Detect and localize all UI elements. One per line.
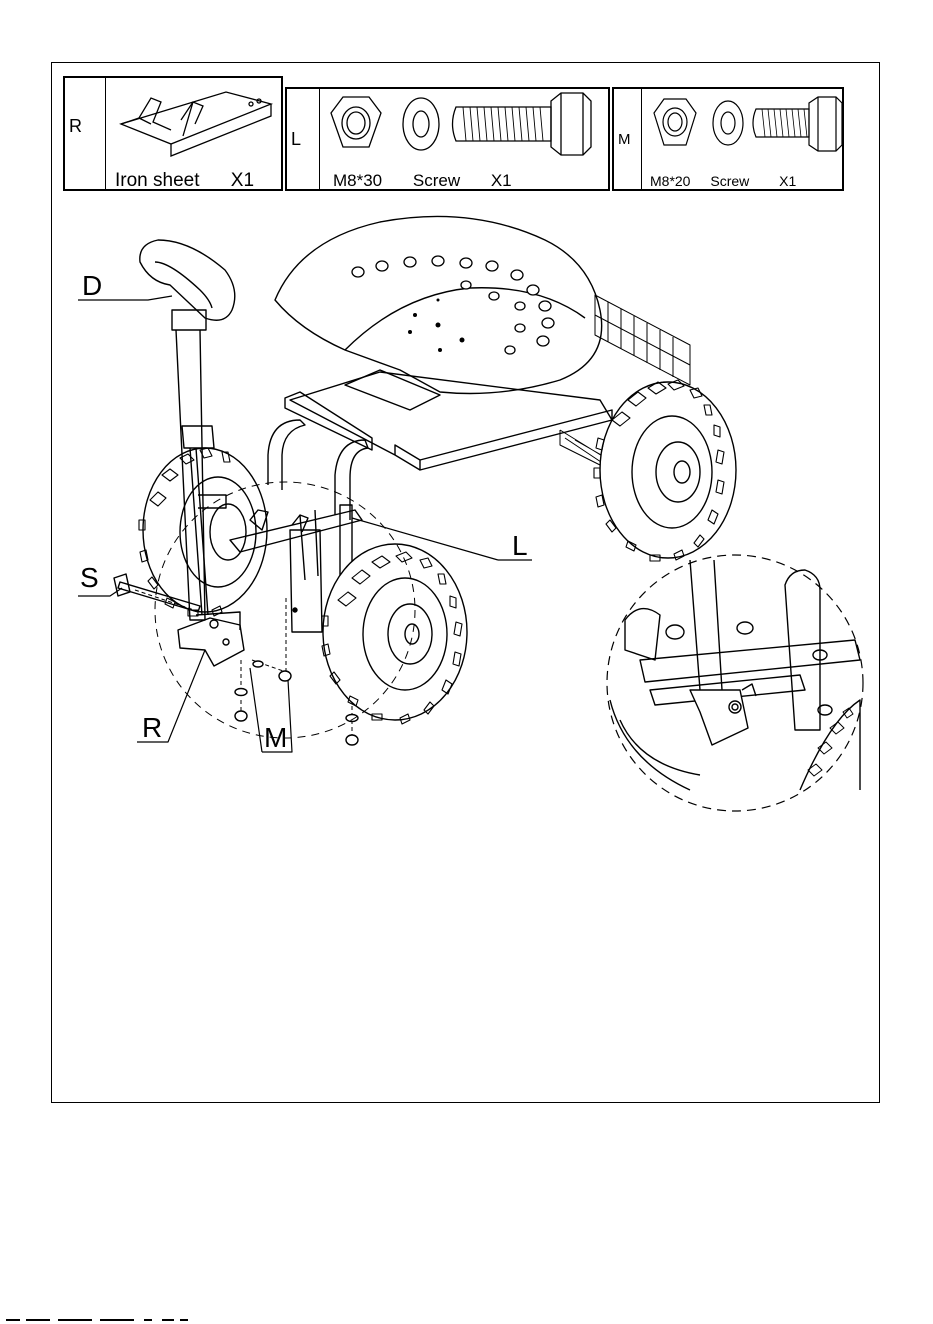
callout-r: R bbox=[142, 712, 162, 744]
callout-d: D bbox=[82, 270, 102, 302]
footer-scan-marks bbox=[6, 1318, 206, 1322]
screw-nut-washer-icon bbox=[321, 89, 611, 169]
part-qty: X1 bbox=[491, 171, 512, 190]
iron-sheet-icon bbox=[111, 84, 281, 164]
part-qty: X1 bbox=[231, 170, 254, 191]
detail-inset-drawing bbox=[607, 555, 863, 811]
part-caption: Iron sheet X1 bbox=[115, 170, 254, 192]
callout-l: L bbox=[512, 530, 528, 562]
callout-m: M bbox=[264, 722, 287, 754]
callout-s: S bbox=[80, 562, 99, 594]
part-letter: M bbox=[618, 131, 631, 148]
part-caption: M8*20 Screw X1 bbox=[650, 173, 796, 189]
screw-nut-washer-icon bbox=[644, 89, 844, 169]
part-letter: L bbox=[291, 129, 301, 150]
part-box-iron-sheet: R Iron sheet X1 bbox=[63, 76, 283, 191]
seat-drawing bbox=[275, 216, 602, 393]
front-left-wheel-drawing bbox=[322, 544, 467, 724]
part-box-m8x30-screw: L M8*30 Screw X1 bbox=[285, 87, 610, 191]
part-qty: X1 bbox=[779, 173, 796, 189]
part-letter: R bbox=[69, 116, 82, 137]
part-caption: M8*30 Screw X1 bbox=[333, 171, 512, 191]
back-right-wheel-drawing bbox=[594, 380, 736, 561]
part-box-m8x20-screw: M M8*20 Screw X1 bbox=[612, 87, 844, 191]
part-name: Screw bbox=[413, 171, 460, 190]
part-size: M8*20 bbox=[650, 173, 690, 189]
part-size: M8*30 bbox=[333, 171, 382, 190]
part-name: Screw bbox=[710, 173, 749, 189]
garden-cart-assembly-illustration bbox=[0, 200, 933, 1060]
part-name: Iron sheet bbox=[115, 170, 200, 191]
